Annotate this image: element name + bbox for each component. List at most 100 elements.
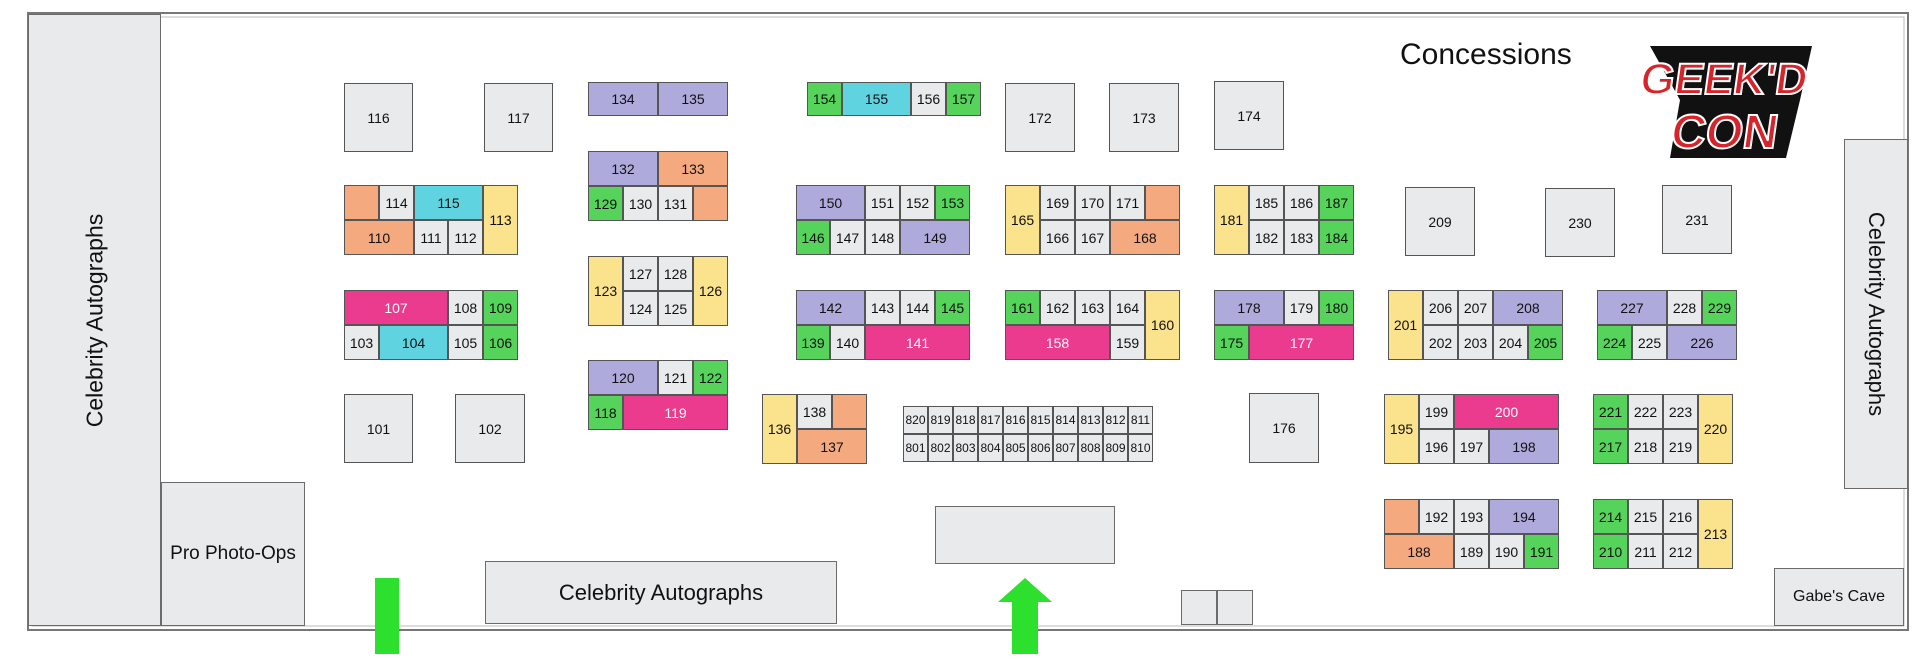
- booth-108[interactable]: 108: [448, 290, 483, 325]
- booth-183[interactable]: 183: [1284, 220, 1319, 255]
- booth-135[interactable]: 135: [658, 82, 728, 116]
- booth-137[interactable]: 137: [797, 429, 867, 464]
- celebrity-autographs-left[interactable]: Celebrity Autographs: [28, 14, 161, 626]
- celebrity-autographs-right[interactable]: Celebrity Autographs: [1844, 139, 1908, 489]
- booth-215[interactable]: 215: [1628, 499, 1663, 534]
- booth-819[interactable]: 819: [928, 406, 953, 434]
- booth-184[interactable]: 184: [1319, 220, 1354, 255]
- booth-128[interactable]: 128: [658, 256, 693, 291]
- booth-134[interactable]: 134: [588, 82, 658, 116]
- booth-140[interactable]: 140: [830, 325, 865, 360]
- booth-167[interactable]: 167: [1075, 220, 1110, 255]
- booth-126[interactable]: 126: [693, 256, 728, 326]
- booth-169[interactable]: 169: [1040, 185, 1075, 220]
- booth-125[interactable]: 125: [658, 291, 693, 326]
- booth-136[interactable]: 136: [762, 394, 797, 464]
- booth-181[interactable]: 181: [1214, 185, 1249, 255]
- booth-142[interactable]: 142: [796, 290, 865, 325]
- booth-107[interactable]: 107: [344, 290, 448, 325]
- booth-228[interactable]: 228: [1667, 290, 1702, 325]
- booth-192[interactable]: 192: [1419, 499, 1454, 534]
- booth-194[interactable]: 194: [1489, 499, 1559, 534]
- booth-150[interactable]: 150: [796, 185, 865, 220]
- booth-147[interactable]: 147: [830, 220, 865, 255]
- booth-146[interactable]: 146: [796, 220, 830, 255]
- booth-101[interactable]: 101: [344, 394, 413, 463]
- booth-210[interactable]: 210: [1593, 534, 1628, 569]
- booth-177[interactable]: 177: [1249, 325, 1354, 360]
- booth-212[interactable]: 212: [1663, 534, 1698, 569]
- booth-139[interactable]: 139: [796, 325, 830, 360]
- booth-816[interactable]: 816: [1003, 406, 1028, 434]
- booth-131[interactable]: 131: [658, 186, 693, 221]
- booth-817[interactable]: 817: [978, 406, 1003, 434]
- booth-176[interactable]: 176: [1249, 393, 1319, 463]
- booth-801[interactable]: 801: [903, 434, 928, 462]
- booth-168[interactable]: 168: [1110, 220, 1180, 255]
- booth-105[interactable]: 105: [448, 325, 483, 360]
- booth-189[interactable]: 189: [1454, 534, 1489, 569]
- booth-804[interactable]: 804: [978, 434, 1003, 462]
- booth-201[interactable]: 201: [1388, 290, 1423, 360]
- booth-220[interactable]: 220: [1698, 394, 1733, 464]
- booth-155[interactable]: 155: [842, 82, 911, 116]
- booth-116[interactable]: 116: [344, 83, 413, 152]
- booth-102[interactable]: 102: [455, 394, 525, 463]
- booth-815[interactable]: 815: [1028, 406, 1053, 434]
- booth-138[interactable]: 138: [797, 394, 832, 429]
- booth-205[interactable]: 205: [1528, 325, 1563, 360]
- booth-152[interactable]: 152: [900, 185, 935, 220]
- booth-156[interactable]: 156: [911, 82, 946, 116]
- booth-193[interactable]: 193: [1454, 499, 1489, 534]
- booth-807[interactable]: 807: [1053, 434, 1078, 462]
- booth-118[interactable]: 118: [588, 395, 623, 430]
- booth-211[interactable]: 211: [1628, 534, 1663, 569]
- booth-113[interactable]: 113: [483, 185, 518, 255]
- booth-202[interactable]: 202: [1423, 325, 1458, 360]
- booth-809[interactable]: 809: [1103, 434, 1128, 462]
- booth-187[interactable]: 187: [1319, 185, 1354, 220]
- booth-162[interactable]: 162: [1040, 290, 1075, 325]
- booth-172[interactable]: 172: [1005, 83, 1075, 152]
- booth-185[interactable]: 185: [1249, 185, 1284, 220]
- booth-149[interactable]: 149: [900, 220, 970, 255]
- booth-119[interactable]: 119: [623, 395, 728, 430]
- booth-141[interactable]: 141: [865, 325, 970, 360]
- booth-133[interactable]: 133: [658, 151, 728, 186]
- booth-154[interactable]: 154: [807, 82, 842, 116]
- booth-143[interactable]: 143: [865, 290, 900, 325]
- booth-110[interactable]: 110: [344, 220, 414, 255]
- booth-122[interactable]: 122: [693, 360, 728, 395]
- booth-unlabeled-orange[interactable]: [693, 186, 728, 221]
- booth-145[interactable]: 145: [935, 290, 970, 325]
- booth-120[interactable]: 120: [588, 360, 658, 395]
- booth-132[interactable]: 132: [588, 151, 658, 186]
- booth-216[interactable]: 216: [1663, 499, 1698, 534]
- booth-174[interactable]: 174: [1214, 81, 1284, 150]
- booth-206[interactable]: 206: [1423, 290, 1458, 325]
- booth-204[interactable]: 204: [1493, 325, 1528, 360]
- booth-222[interactable]: 222: [1628, 394, 1663, 429]
- booth-214[interactable]: 214: [1593, 499, 1628, 534]
- booth-814[interactable]: 814: [1053, 406, 1078, 434]
- booth-130[interactable]: 130: [623, 186, 658, 221]
- booth-unlabeled-orange[interactable]: [344, 185, 379, 220]
- booth-229[interactable]: 229: [1702, 290, 1737, 325]
- booth-166[interactable]: 166: [1040, 220, 1075, 255]
- booth-159[interactable]: 159: [1110, 325, 1145, 360]
- booth-195[interactable]: 195: [1384, 394, 1419, 464]
- booth-223[interactable]: 223: [1663, 394, 1698, 429]
- booth-109[interactable]: 109: [483, 290, 518, 325]
- booth-805[interactable]: 805: [1003, 434, 1028, 462]
- booth-124[interactable]: 124: [623, 291, 658, 326]
- booth-112[interactable]: 112: [448, 220, 483, 255]
- booth-197[interactable]: 197: [1454, 429, 1489, 464]
- booth-188[interactable]: 188: [1384, 534, 1454, 569]
- booth-808[interactable]: 808: [1078, 434, 1103, 462]
- celebrity-autographs-bottom[interactable]: Celebrity Autographs: [485, 561, 837, 624]
- booth-226[interactable]: 226: [1667, 325, 1737, 360]
- booth-171[interactable]: 171: [1110, 185, 1145, 220]
- booth-117[interactable]: 117: [484, 83, 553, 152]
- booth-104[interactable]: 104: [379, 325, 448, 360]
- booth-170[interactable]: 170: [1075, 185, 1110, 220]
